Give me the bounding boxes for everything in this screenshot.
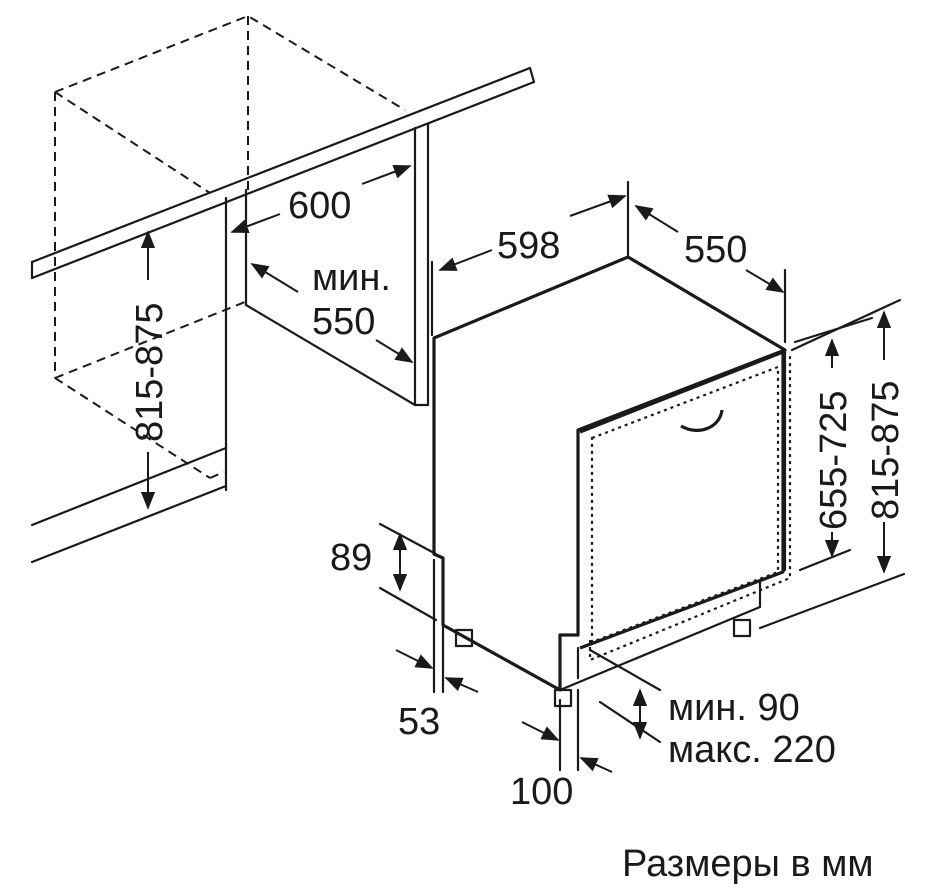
- countertop: [30, 66, 536, 280]
- niche-depth-prefix-label: мин.: [312, 257, 391, 299]
- appliance-width-label: 598: [497, 225, 560, 267]
- dishwasher-feet: [454, 618, 752, 708]
- appliance-depth-label: 550: [684, 229, 747, 271]
- units-caption: Размеры в мм: [622, 843, 873, 885]
- total-height-label: 815-875: [865, 381, 907, 520]
- door-offset-label: 100: [510, 771, 573, 813]
- gap-max-label: макс. 220: [668, 729, 836, 771]
- plinth-offset-label: 53: [398, 701, 440, 743]
- niche-right-wall: [244, 122, 430, 407]
- dishwasher-body: [432, 255, 787, 692]
- niche-left-wall: [30, 188, 248, 564]
- niche-height-label: 815-875: [129, 303, 171, 442]
- niche-dashed-outline: [54, 14, 406, 479]
- door-panel: [579, 350, 792, 662]
- door-height-label: 655-725: [813, 391, 855, 530]
- niche-width-label: 600: [288, 185, 351, 227]
- gap-min-label: мин. 90: [668, 687, 800, 729]
- dishwasher: [378, 180, 906, 773]
- niche-depth-value-label: 550: [312, 301, 375, 343]
- door-handle: [680, 409, 724, 432]
- plinth-height-label: 89: [330, 537, 372, 579]
- kitchen-niche: [30, 14, 536, 564]
